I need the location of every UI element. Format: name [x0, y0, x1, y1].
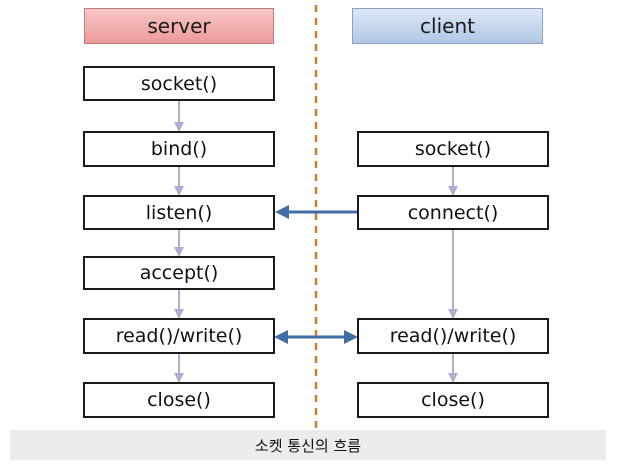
client-socket-node: socket(): [357, 131, 549, 167]
client-connect-node: connect(): [357, 195, 549, 230]
server-socket-node: socket(): [83, 66, 275, 101]
server-listen-node: listen(): [83, 195, 275, 230]
client-close-node: close(): [357, 382, 549, 418]
client-header: client: [352, 8, 543, 44]
client-readwrite-node: read()/write(): [357, 318, 549, 354]
server-close-node: close(): [83, 382, 275, 418]
server-bind-node: bind(): [83, 131, 275, 167]
server-readwrite-node: read()/write(): [83, 318, 275, 354]
server-header: server: [84, 8, 274, 44]
server-accept-node: accept(): [83, 256, 275, 290]
diagram-caption: 소켓 통신의 흐름: [10, 430, 606, 460]
